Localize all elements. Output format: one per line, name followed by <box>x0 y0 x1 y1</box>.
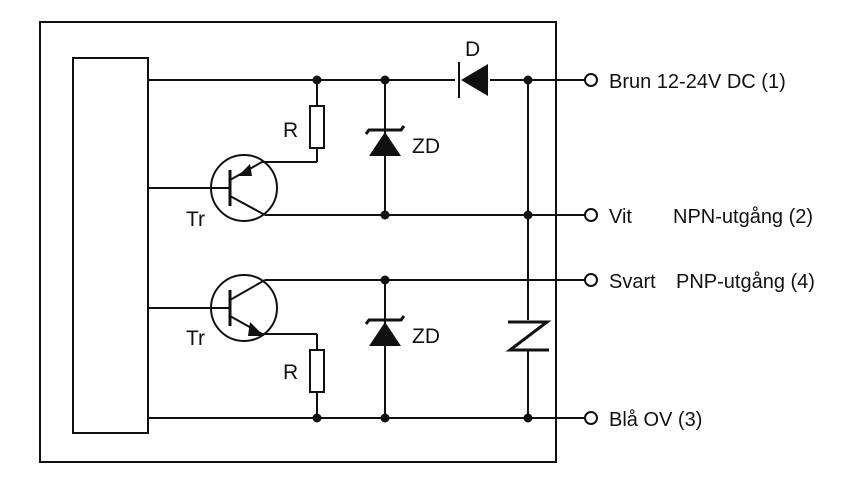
terminal-white <box>584 208 598 222</box>
junction-dot <box>380 210 390 220</box>
diode-label: D <box>465 38 480 61</box>
terminal-black-label: Svart <box>609 271 656 293</box>
junction-dot <box>380 413 390 423</box>
terminal-brown-label: Brun 12-24V DC (1) <box>609 71 786 93</box>
junction-dot <box>523 413 533 423</box>
internal-circuit-block <box>72 57 149 434</box>
resistor-upper <box>309 105 325 149</box>
terminal-brown <box>584 73 598 87</box>
npn-output-label: NPN-utgång (2) <box>673 206 813 228</box>
junction-dot <box>312 413 322 423</box>
zener-lower <box>364 315 406 346</box>
bidirectional-zener <box>505 320 552 352</box>
zener-upper-label: ZD <box>412 135 440 158</box>
junction-dot <box>523 75 533 85</box>
junction-dot <box>380 75 390 85</box>
terminal-black <box>584 273 598 287</box>
pnp-output-label: PNP-utgång (4) <box>676 271 815 293</box>
junction-dot <box>312 75 322 85</box>
sensor-enclosure <box>39 21 557 463</box>
terminal-blue <box>584 411 598 425</box>
junction-dot <box>523 210 533 220</box>
zener-upper <box>364 125 406 156</box>
terminal-blue-label: Blå OV (3) <box>609 409 702 431</box>
diode-d <box>458 62 488 98</box>
transistor-upper-label: Tr <box>186 208 205 231</box>
resistor-upper-label: R <box>283 119 298 142</box>
transistor-lower-label: Tr <box>186 327 205 350</box>
resistor-lower <box>309 349 325 393</box>
resistor-lower-label: R <box>283 361 298 384</box>
terminal-white-label: Vit <box>609 206 632 228</box>
junction-dot <box>380 275 390 285</box>
zener-lower-label: ZD <box>412 325 440 348</box>
